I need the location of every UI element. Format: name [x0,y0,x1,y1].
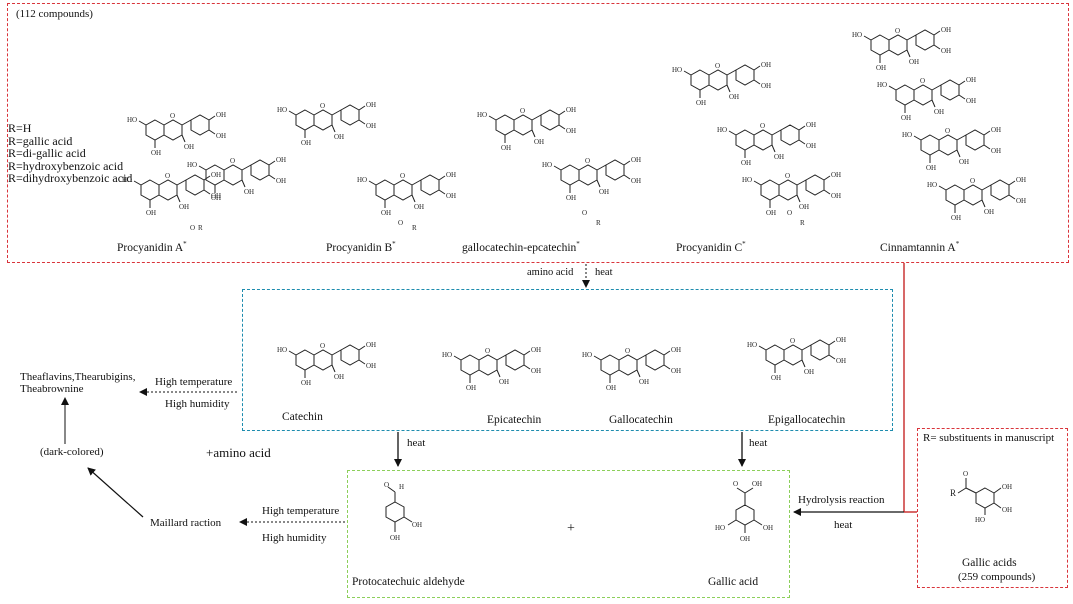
gallic-acids-box [917,428,1068,588]
svg-text:O: O [190,224,195,232]
compound-mark: * [576,240,580,248]
svg-text:HO: HO [975,516,985,524]
svg-text:O: O [787,209,792,217]
compound-name: Cinnamtannin A [880,241,956,254]
maillard-label: Maillard raction [150,517,222,529]
condition-label: High humidity [165,398,230,410]
svg-text:OH: OH [412,521,422,529]
epicatechin-structure [441,345,542,393]
condition-label: High temperature [155,376,233,388]
condition-label: High humidity [262,532,327,544]
epigallocatechin-structure [746,335,847,383]
gallic-acid-structure: O OH HO OH OH [715,480,773,543]
svg-text:H: H [399,483,404,491]
svg-text:R: R [800,219,805,227]
monomer-box [242,289,893,431]
monomer-label: Epigallocatechin [768,414,846,426]
heat-label: heat [407,437,426,449]
compound-name: gallocatechin-epcatechin [462,241,577,254]
hydrolysis-label: Hydrolysis reaction [798,494,885,506]
r-group-item: R=di-gallic acid [8,146,86,160]
heat-label: heat [749,437,768,449]
dark-colored-label: (dark-colored) [40,446,104,458]
svg-text:O: O [398,219,403,227]
svg-text:R: R [950,488,956,498]
monomer-label: Catechin [282,411,323,423]
gallocatechin-structure [581,345,682,393]
svg-text:OH: OH [763,524,773,532]
step-amino-acid-label: amino acid [527,267,574,278]
compound-label: Procyanidin A* [117,238,187,255]
compound-mark: * [955,240,960,248]
svg-text:OH: OH [390,534,400,542]
dark-products-label-line2: Theabrownine [20,383,84,395]
r-group-item: R=H [8,121,32,135]
svg-text:O: O [582,209,587,217]
svg-text:HO: HO [715,524,725,532]
cinnamtannin-a-structure [851,25,1027,223]
step-heat-label: heat [595,267,613,278]
compound-name: Procyanidin C [676,241,743,254]
gallic-ester-structure: O R OH OH HO [950,470,1012,524]
oligomer-box [7,3,1069,263]
compound-mark: * [742,240,746,248]
compound-label: Cinnamtannin A* [880,238,959,255]
svg-text:OH: OH [1002,483,1012,491]
compound-mark: * [183,240,187,248]
catechin-structure [276,340,377,388]
r-group-item: R=hydroxybenzoic acid [8,158,124,173]
compound-label: gallocatechin-epcatechin* [462,238,580,255]
monomer-label: Gallocatechin [609,414,673,426]
hydrolysis-heat-label: heat [834,519,853,531]
procyanidin-c-structure: OR [671,60,842,227]
substituents-label: R= substituents in manuscript [923,432,1055,444]
r-group-item: R=gallic acid [8,133,73,148]
compound-label: Procyanidin B* [326,238,396,255]
plus-sign: + [567,521,575,536]
compound-label: Procyanidin C* [676,238,746,255]
r-group-list: R=H R=gallic acid R=di-gallic acid R=hyd… [8,122,132,185]
compound-mark: * [392,240,396,248]
product-box [347,470,790,598]
protocatechuic-aldehyde-structure: O H OH OH [384,481,422,542]
compound-name: Procyanidin B [326,241,393,254]
condition-label: High temperature [262,505,340,517]
svg-text:R: R [412,224,417,232]
svg-text:OH: OH [1002,506,1012,514]
svg-text:OH: OH [740,535,750,543]
procyanidin-b-structure: OR [276,100,457,232]
dark-products-label: Theaflavins,Thearubigins, [20,371,136,383]
maillard-arrow [87,467,144,518]
amino-acid-label: +amino acid [206,445,271,460]
svg-text:R: R [596,219,601,227]
gallic-acids-count: (259 compounds) [958,571,1036,583]
product-label: Protocatechuic aldehyde [352,576,465,588]
svg-text:O: O [733,480,738,488]
svg-text:R: R [198,224,203,232]
compound-name: Procyanidin A [117,241,184,254]
svg-text:O: O [384,481,389,489]
compound-count: (112 compounds) [16,8,93,20]
gallocatechin-epicatechin-structure: OR [476,105,642,227]
svg-text:OH: OH [752,480,762,488]
product-label: Gallic acid [708,576,759,588]
svg-text:O: O [963,470,968,478]
monomer-label: Epicatechin [487,414,542,426]
gallic-acids-label: Gallic acids [962,557,1017,569]
r-group-item: R=dihydroxybenzoic acid [8,171,133,185]
